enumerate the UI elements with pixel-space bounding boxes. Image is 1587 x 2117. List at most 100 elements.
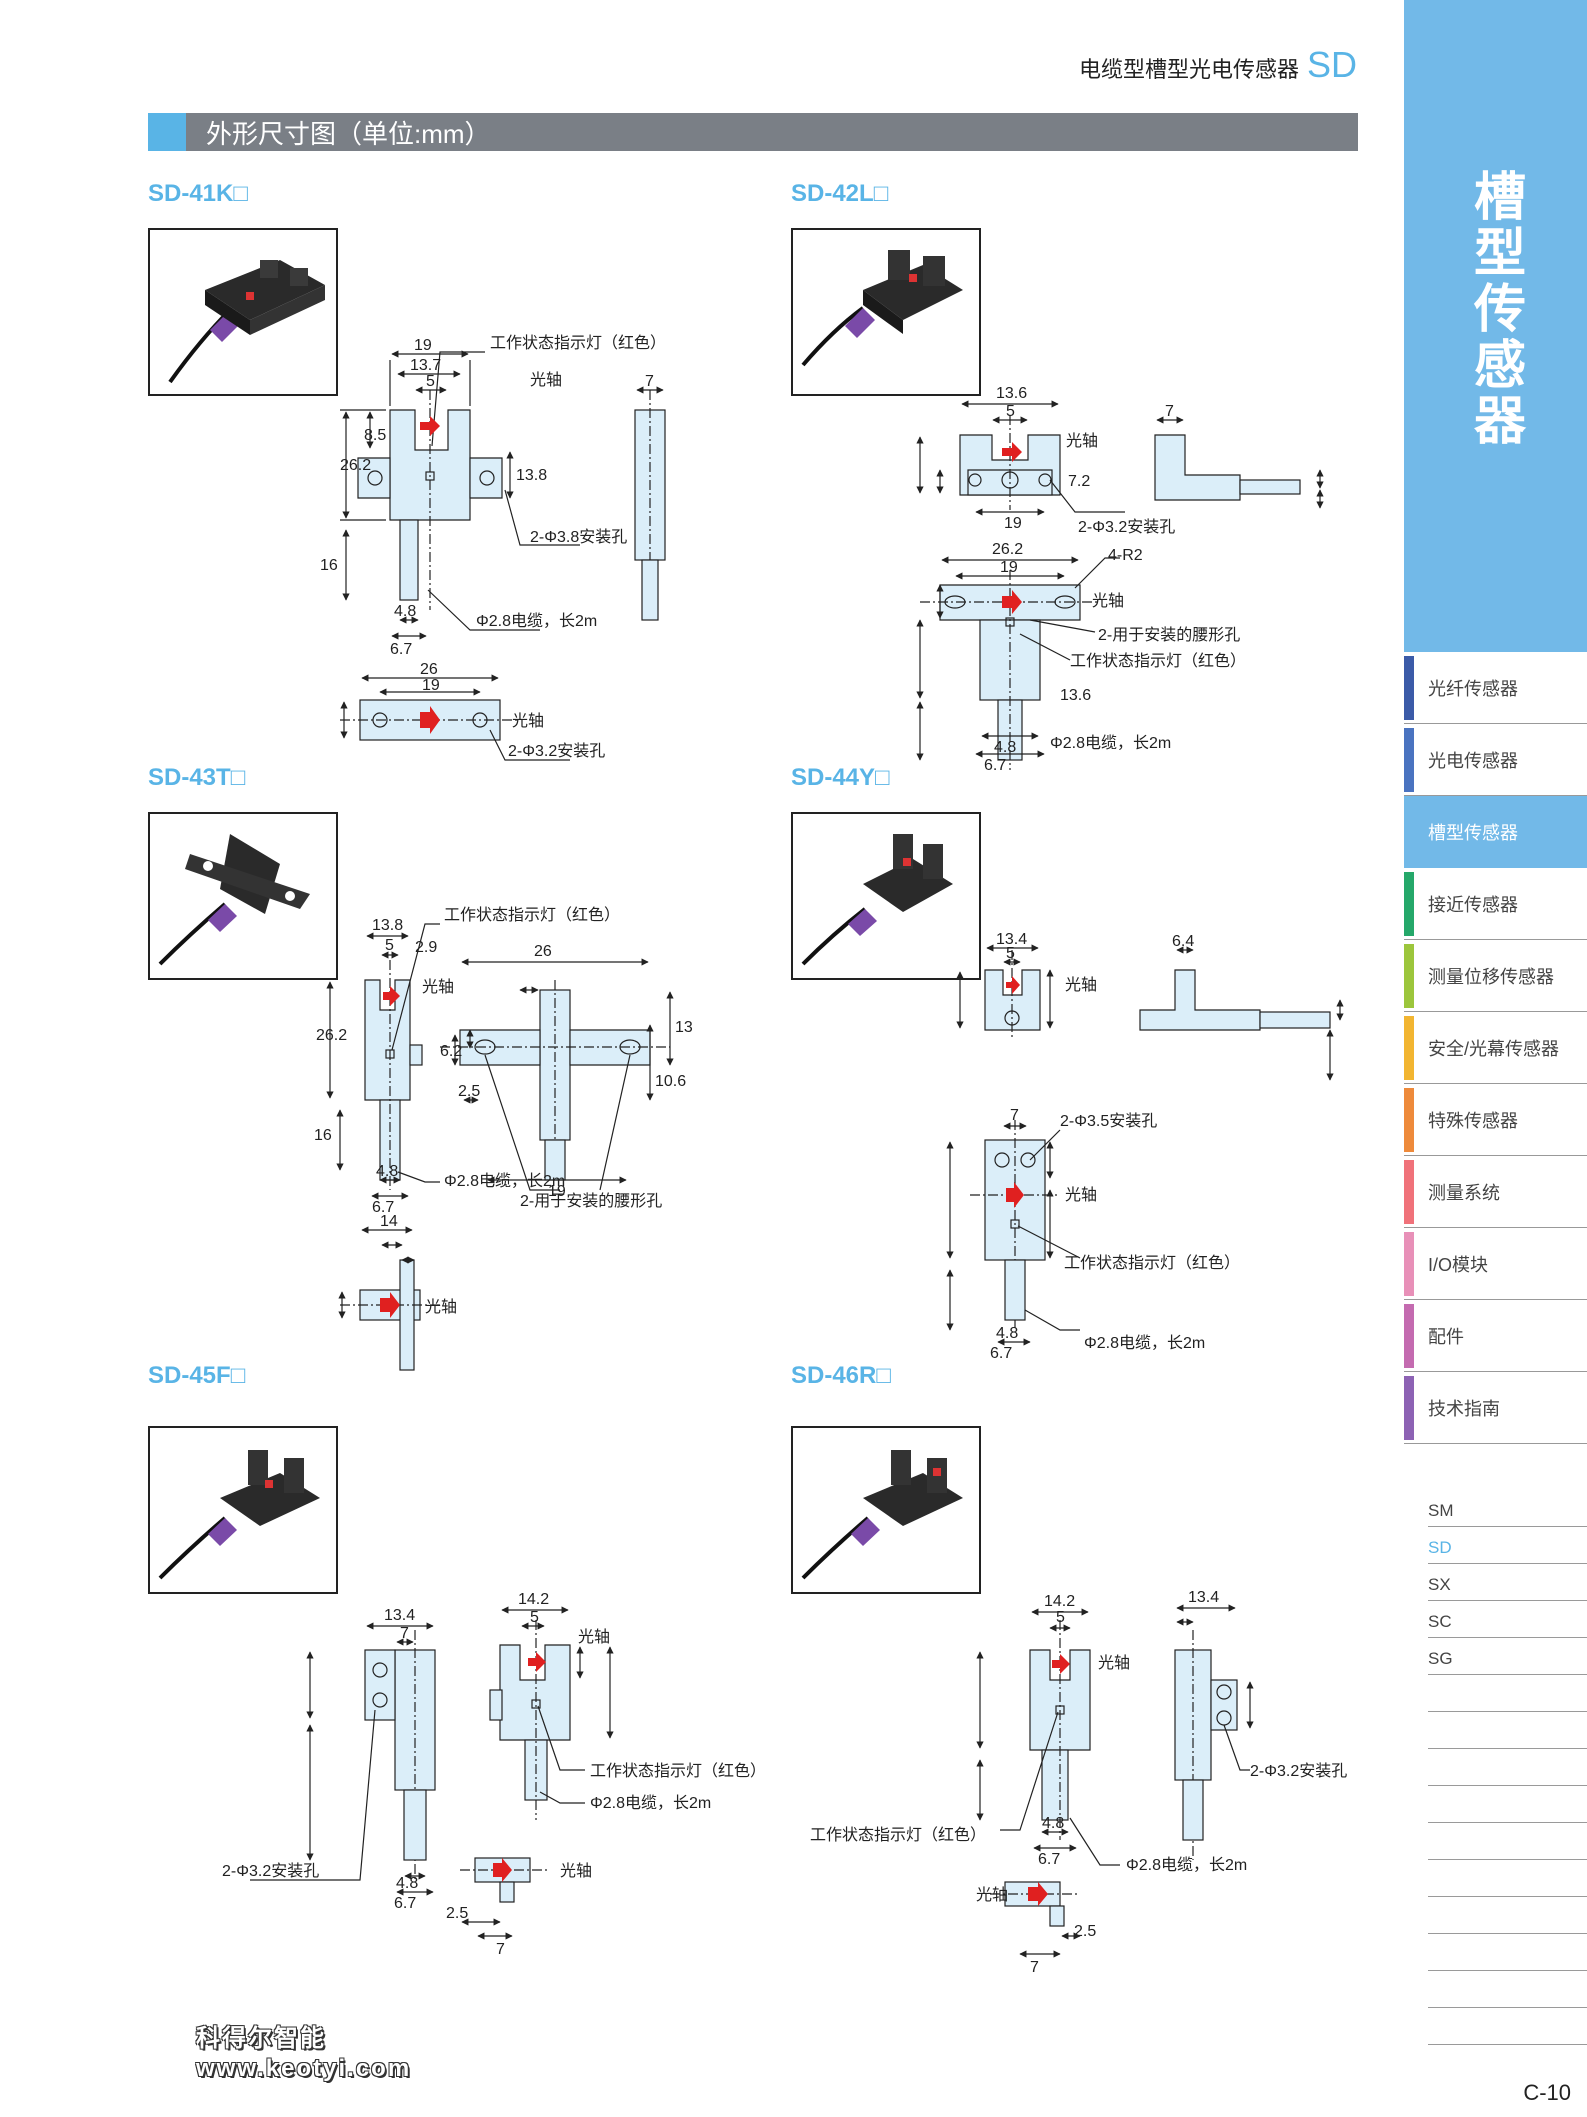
product-photo-sd41k: [148, 228, 338, 396]
sidebar-heading: 槽型传感器: [1473, 169, 1526, 451]
sidebar-item-fiber[interactable]: 光纤传感器: [1404, 652, 1587, 724]
section-bar: 外形尺寸图（单位:mm）: [148, 113, 1358, 151]
sidebar-item-special[interactable]: 特殊传感器: [1404, 1084, 1587, 1156]
svg-text:26: 26: [420, 661, 438, 678]
series-empty-row: [1428, 1897, 1587, 1934]
svg-text:2.5: 2.5: [446, 1905, 468, 1922]
svg-text:13.4: 13.4: [384, 1607, 415, 1624]
series-item-sc[interactable]: SC: [1428, 1601, 1587, 1638]
svg-text:26.2: 26.2: [316, 1027, 347, 1044]
svg-text:6.7: 6.7: [372, 1199, 394, 1216]
series-empty-row: [1428, 2008, 1587, 2045]
svg-text:光轴: 光轴: [1066, 432, 1098, 450]
svg-text:工作状态指示灯（红色）: 工作状态指示灯（红色）: [1064, 1254, 1240, 1272]
svg-text:光轴: 光轴: [976, 1886, 1008, 1904]
category-color-bar: [1404, 1160, 1414, 1224]
svg-text:工作状态指示灯（红色）: 工作状态指示灯（红色）: [810, 1826, 986, 1844]
svg-text:7: 7: [1010, 1107, 1019, 1124]
svg-text:4.8: 4.8: [396, 1875, 418, 1892]
svg-text:6.7: 6.7: [984, 757, 1006, 774]
series-empty-row: [1428, 1823, 1587, 1860]
sidebar-item-accessories[interactable]: 配件: [1404, 1300, 1587, 1372]
category-color-bar: [1404, 1376, 1414, 1440]
sidebar-item-proximity[interactable]: 接近传感器: [1404, 868, 1587, 940]
svg-text:6.4: 6.4: [1172, 933, 1194, 950]
svg-text:5: 5: [1006, 403, 1015, 420]
sidebar-item-measurement[interactable]: 测量系统: [1404, 1156, 1587, 1228]
series-empty-row: [1428, 1934, 1587, 1971]
svg-text:4.8: 4.8: [1042, 1815, 1064, 1832]
svg-text:13.6: 13.6: [1060, 687, 1091, 704]
svg-text:10.6: 10.6: [655, 1073, 686, 1090]
svg-text:光轴: 光轴: [1098, 1654, 1130, 1672]
svg-text:2-用于安装的腰形孔: 2-用于安装的腰形孔: [1098, 626, 1240, 644]
svg-text:5: 5: [1006, 945, 1015, 962]
svg-text:7: 7: [1030, 1959, 1039, 1976]
svg-text:7.2: 7.2: [1068, 473, 1090, 490]
category-color-bar: [1404, 1304, 1414, 1368]
model-title-sd43t: SD-43T□: [148, 764, 246, 791]
product-photo-sd45f: [148, 1426, 338, 1594]
sidebar-item-displacement[interactable]: 测量位移传感器: [1404, 940, 1587, 1012]
sidebar-item-io[interactable]: I/O模块: [1404, 1228, 1587, 1300]
sidebar-item-guide[interactable]: 技术指南: [1404, 1372, 1587, 1444]
svg-text:2-Φ3.2安装孔: 2-Φ3.2安装孔: [222, 1862, 319, 1880]
svg-text:4-R2: 4-R2: [1108, 547, 1143, 564]
product-photo-sd46r: [791, 1426, 981, 1594]
svg-text:工作状态指示灯（红色）: 工作状态指示灯（红色）: [490, 334, 666, 352]
svg-text:5: 5: [530, 1609, 539, 1626]
svg-text:2.5: 2.5: [458, 1083, 480, 1100]
svg-text:13.4: 13.4: [996, 931, 1027, 948]
sidebar-item-photoelectric[interactable]: 光电传感器: [1404, 724, 1587, 796]
svg-text:5: 5: [385, 937, 394, 954]
svg-text:光轴: 光轴: [512, 712, 544, 730]
svg-text:7: 7: [400, 1625, 409, 1642]
series-item-sg[interactable]: SG: [1428, 1638, 1587, 1675]
svg-text:6.7: 6.7: [394, 1895, 416, 1912]
svg-text:光轴: 光轴: [425, 1298, 457, 1316]
svg-text:4.8: 4.8: [376, 1163, 398, 1180]
series-empty-row: [1428, 1712, 1587, 1749]
svg-text:19: 19: [548, 1183, 566, 1200]
watermark-url: www.keotyi.com: [196, 2055, 412, 2082]
svg-text:5: 5: [426, 373, 435, 390]
right-sidebar: 槽型传感器 光纤传感器 光电传感器 槽型传感器 接近传感器 测量位移传感器 安全…: [1404, 0, 1587, 2117]
model-title-sd41k: SD-41K□: [148, 180, 248, 207]
sidebar-item-safety[interactable]: 安全/光幕传感器: [1404, 1012, 1587, 1084]
series-nav: SM SD SX SC SG: [1428, 1490, 1587, 2045]
svg-text:2-Φ3.8安装孔: 2-Φ3.8安装孔: [530, 528, 627, 546]
header-series-code: SD: [1306, 44, 1357, 85]
svg-text:14.2: 14.2: [518, 1591, 549, 1608]
drawing-sd44y: 13.4 5 光轴 6.4 7 2-Φ3.5安装孔 光轴 工作状态指示灯（红色）…: [900, 930, 1360, 1370]
category-color-bar: [1404, 656, 1414, 720]
drawing-sd46r: 14.2 5 光轴 工作状态指示灯（红色） 4.8 6.7 Φ2.8电缆，长2m…: [780, 1560, 1370, 1980]
svg-text:光轴: 光轴: [530, 371, 562, 389]
svg-text:Φ2.8电缆，长2m: Φ2.8电缆，长2m: [444, 1172, 565, 1190]
svg-text:2.5: 2.5: [1074, 1923, 1096, 1940]
drawing-sd45f: 13.4 7 4.8 6.7 2-Φ3.2安装孔 14.2 5 光轴 工作状态指…: [210, 1540, 770, 1990]
svg-text:4.8: 4.8: [394, 603, 416, 620]
svg-text:13.4: 13.4: [1188, 1589, 1219, 1606]
svg-text:2-用于安装的腰形孔: 2-用于安装的腰形孔: [520, 1192, 662, 1210]
model-title-sd42l: SD-42L□: [791, 180, 889, 207]
svg-text:2-Φ3.2安装孔: 2-Φ3.2安装孔: [508, 742, 605, 760]
sidebar-item-slot[interactable]: 槽型传感器: [1404, 796, 1587, 868]
drawing-sd41k: 19 13.7 5 26.2 8.5 13.8 16 4.8 6.7 7 26 …: [280, 330, 680, 770]
svg-text:13: 13: [675, 1019, 693, 1036]
svg-text:13.7: 13.7: [410, 357, 441, 374]
product-photo-sd44y: [791, 812, 981, 980]
product-photo-sd43t: [148, 812, 338, 980]
svg-text:4.8: 4.8: [994, 739, 1016, 756]
series-item-sd[interactable]: SD: [1428, 1527, 1587, 1564]
drawing-sd42l: 13.6 5 19 光轴 7.2 2-Φ3.2安装孔 7 26.2 19 4-R…: [880, 380, 1360, 780]
svg-text:19: 19: [414, 337, 432, 354]
series-item-sm[interactable]: SM: [1428, 1490, 1587, 1527]
series-empty-row: [1428, 1675, 1587, 1712]
svg-text:16: 16: [320, 557, 338, 574]
svg-text:26: 26: [534, 943, 552, 960]
svg-text:光轴: 光轴: [578, 1628, 610, 1646]
section-accent: [148, 113, 186, 151]
svg-text:19: 19: [422, 677, 440, 694]
series-item-sx[interactable]: SX: [1428, 1564, 1587, 1601]
svg-text:14.2: 14.2: [1044, 1593, 1075, 1610]
